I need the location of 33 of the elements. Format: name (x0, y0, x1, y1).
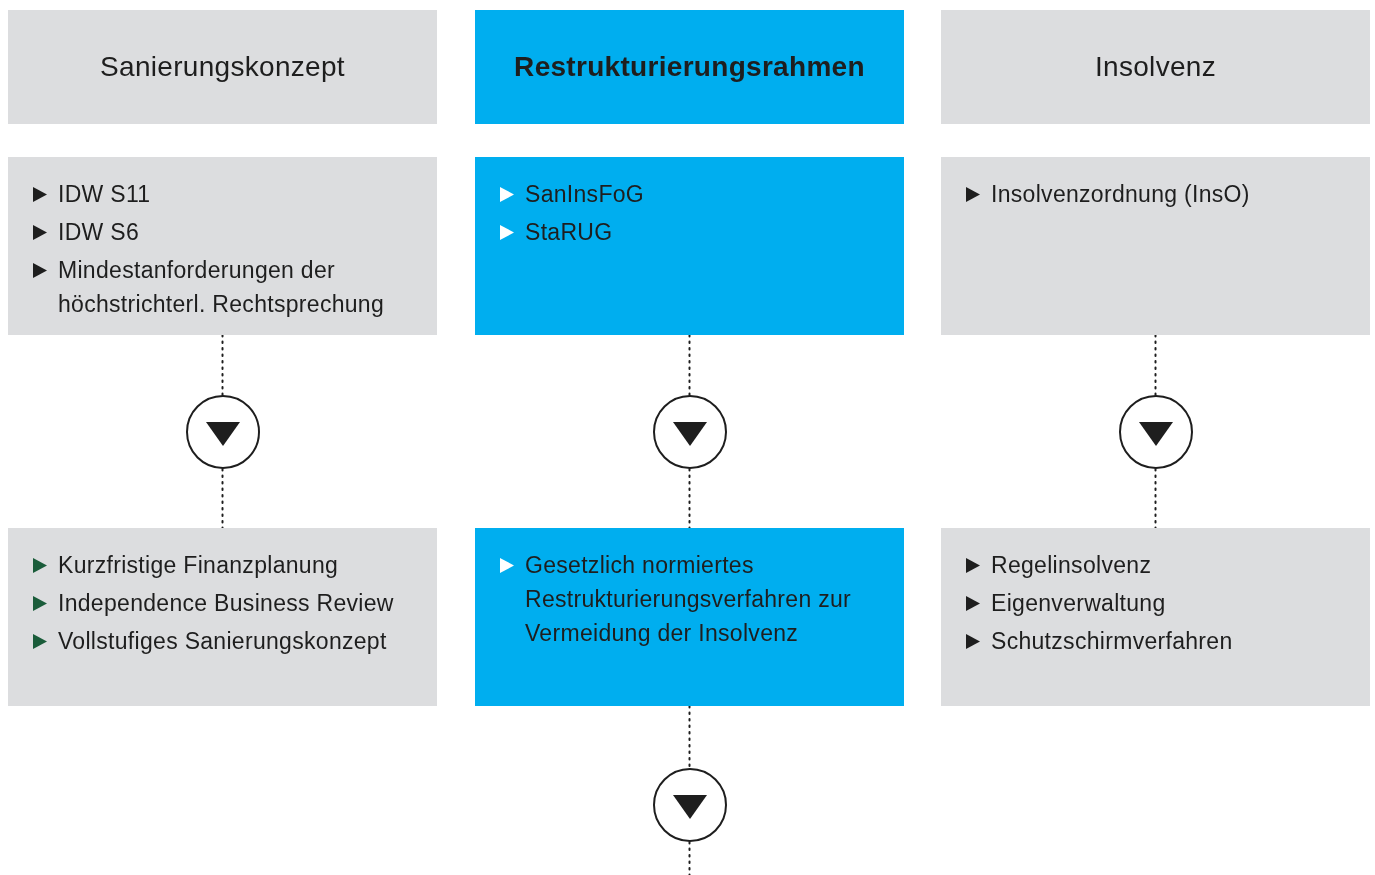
column-heading: Sanierungskonzept (100, 51, 345, 83)
list-item: IDW S11 (58, 180, 151, 209)
list-item: Schutzschirmverfahren (991, 627, 1233, 656)
dotted-connector (221, 334, 224, 396)
dotted-connector (688, 468, 691, 529)
header-box (475, 10, 904, 124)
header-box (941, 10, 1370, 124)
dotted-connector (688, 705, 691, 769)
content-box (475, 157, 904, 335)
dotted-connector (221, 468, 224, 529)
list-item: Kurzfristige Finanzplanung (58, 551, 339, 580)
header-box (8, 10, 437, 124)
column-heading: Insolvenz (1095, 51, 1216, 83)
content-box (475, 528, 904, 706)
list-item: Insolvenzordnung (InsO) (991, 180, 1250, 209)
dotted-connector (1154, 468, 1157, 529)
list-item: Gesetzlich normiertes Restrukturierungsverfahren zur Vermeidung der Insolvenz (525, 551, 853, 648)
content-box (941, 528, 1370, 706)
list-item: Eigenverwaltung (991, 589, 1166, 618)
list-item: IDW S6 (58, 218, 140, 247)
dotted-connector (688, 841, 691, 875)
list-item: Mindestanforderungen der höchstrichterl. Rechtsprechung (58, 256, 386, 319)
list-item: SanInsFoG (525, 180, 645, 209)
list-item: Regelinsolvenz (991, 551, 1152, 580)
dotted-connector (1154, 334, 1157, 396)
content-box (8, 157, 437, 335)
content-box (941, 157, 1370, 335)
list-item: Vollstufiges Sanierungskonzept (58, 627, 387, 656)
list-item: Independence Business Review (58, 589, 394, 618)
dotted-connector (688, 334, 691, 396)
column-heading: Restrukturierungsrahmen (514, 51, 865, 83)
content-box (8, 528, 437, 706)
list-item: StaRUG (525, 218, 613, 247)
